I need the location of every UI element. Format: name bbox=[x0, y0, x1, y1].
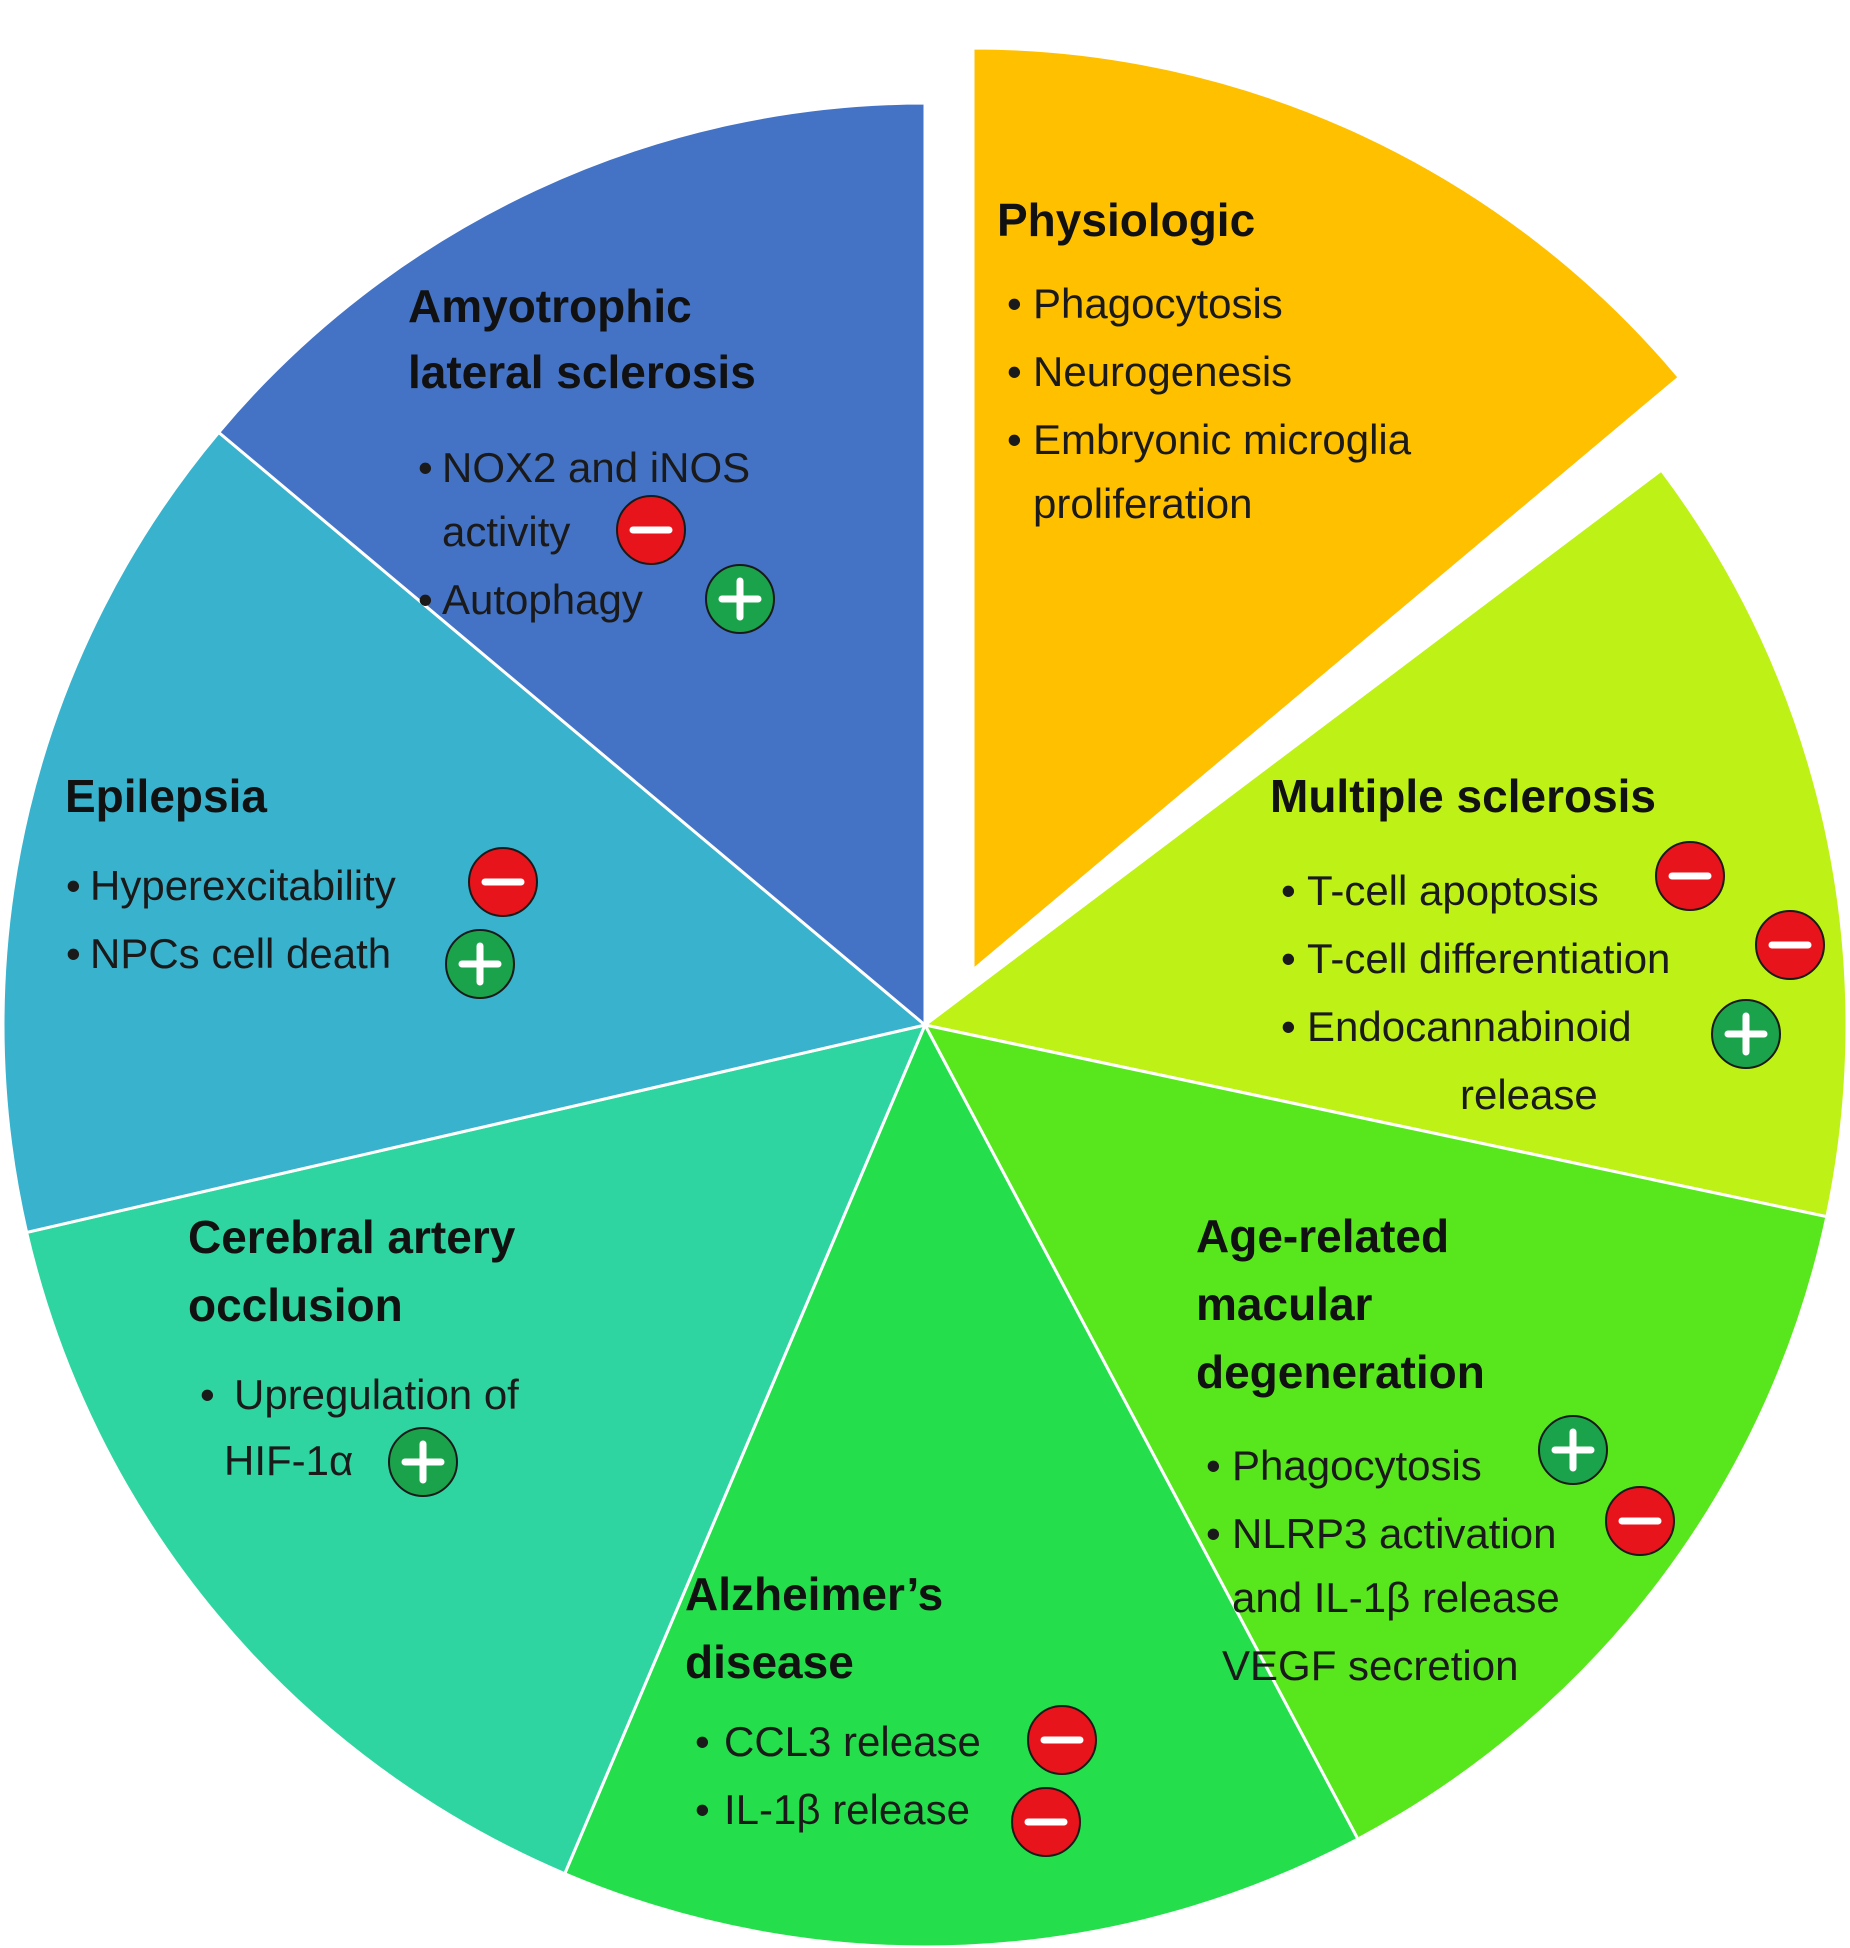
list-item-text: T-cell apoptosis bbox=[1307, 867, 1599, 914]
list-item-text: NLRP3 activation bbox=[1232, 1510, 1557, 1557]
segment-title: lateral sclerosis bbox=[408, 346, 756, 398]
list-item-text: Phagocytosis bbox=[1232, 1442, 1482, 1489]
list-item-text: Upregulation of bbox=[234, 1371, 519, 1418]
list-item-text: Hyperexcitability bbox=[90, 862, 396, 909]
bullet-icon: • bbox=[418, 576, 433, 623]
segment-title: Epilepsia bbox=[65, 770, 267, 822]
bullet-icon: • bbox=[66, 862, 81, 909]
list-item-text: IL-1β release bbox=[724, 1786, 970, 1833]
bullet-icon: • bbox=[695, 1718, 710, 1765]
segment-cerebral-artery-occlusion: Cerebral artery occlusion • Upregulation of… bbox=[188, 1211, 519, 1484]
list-item-text: Endocannabinoid bbox=[1307, 1003, 1632, 1050]
list-item-text: Phagocytosis bbox=[1033, 280, 1283, 327]
bullet-icon: • bbox=[1281, 867, 1296, 914]
minus-badge-icon bbox=[1605, 1486, 1675, 1556]
bullet-icon: • bbox=[66, 930, 81, 977]
minus-badge-icon bbox=[468, 847, 538, 917]
segment-title: Cerebral artery bbox=[188, 1211, 516, 1263]
segment-amd: Age-related macular degeneration •Phagocyto… bbox=[1196, 1210, 1560, 1689]
list-item-text: NOX2 and iNOS bbox=[442, 444, 750, 491]
list-item-text: proliferation bbox=[1033, 480, 1252, 527]
segment-title: Amyotrophic bbox=[408, 280, 692, 332]
segment-title: Alzheimer’s bbox=[685, 1568, 943, 1620]
list-item-text: HIF-1α bbox=[224, 1437, 353, 1484]
pie-wedge-amd bbox=[922, 1022, 1829, 1842]
bullet-icon: • bbox=[695, 1786, 710, 1833]
list-item-text: Embryonic microglia bbox=[1033, 416, 1412, 463]
bullet-icon: • bbox=[1007, 416, 1022, 463]
list-item-text: and IL-1β release bbox=[1232, 1574, 1560, 1621]
minus-badge-icon bbox=[616, 495, 686, 565]
list-item-text: VEGF secretion bbox=[1222, 1642, 1518, 1689]
segment-title: macular bbox=[1196, 1278, 1373, 1330]
bullet-icon: • bbox=[1007, 280, 1022, 327]
list-item-text: Neurogenesis bbox=[1033, 348, 1292, 395]
segment-title: Age-related bbox=[1196, 1210, 1449, 1262]
bullet-icon: • bbox=[1281, 935, 1296, 982]
minus-badge-icon bbox=[1027, 1705, 1097, 1775]
list-item-text: activity bbox=[442, 508, 570, 555]
segment-title: occlusion bbox=[188, 1279, 403, 1331]
bullet-icon: • bbox=[1206, 1442, 1221, 1489]
bullet-icon: • bbox=[418, 444, 433, 491]
bullet-icon: • bbox=[1206, 1510, 1221, 1557]
segment-title: disease bbox=[685, 1636, 854, 1688]
segment-multiple-sclerosis: Multiple sclerosis•T-cell apoptosis•T-ce… bbox=[1270, 770, 1670, 1118]
minus-badge-icon bbox=[1011, 1787, 1081, 1857]
pie-wedge-alzheimers bbox=[562, 1021, 1360, 1948]
segment-epilepsia: Epilepsia •Hyperexcitability•NPCs cell de… bbox=[65, 770, 396, 977]
list-item-text: T-cell differentiation bbox=[1307, 935, 1670, 982]
segment-title: degeneration bbox=[1196, 1346, 1485, 1398]
segment-title: Physiologic bbox=[997, 194, 1255, 246]
minus-badge-icon bbox=[1655, 841, 1725, 911]
pie-wedge-physiologic bbox=[971, 46, 1682, 974]
list-item-text: NPCs cell death bbox=[90, 930, 391, 977]
bullet-icon: • bbox=[1281, 1003, 1296, 1050]
pie-wedge-epilepsia bbox=[1, 430, 929, 1235]
pie-wedge-cerebral-artery-occlusion bbox=[24, 1022, 928, 1876]
pie-wedge-als bbox=[216, 101, 927, 1029]
plus-badge-icon bbox=[1538, 1415, 1608, 1485]
plus-badge-icon bbox=[388, 1427, 458, 1497]
segment-title: Multiple sclerosis bbox=[1270, 770, 1656, 822]
plus-badge-icon bbox=[445, 929, 515, 999]
list-item-text: Autophagy bbox=[442, 576, 643, 623]
bullet-icon: • bbox=[1007, 348, 1022, 395]
plus-badge-icon bbox=[705, 564, 775, 634]
list-item-text: release bbox=[1460, 1071, 1598, 1118]
plus-badge-icon bbox=[1711, 999, 1781, 1069]
list-item-text: CCL3 release bbox=[724, 1718, 981, 1765]
segment-physiologic: Physiologic•Phagocytosis•Neurogenesis•Em… bbox=[997, 194, 1412, 527]
segment-alzheimers: Alzheimer’s disease • CCL3 release • IL-1β re… bbox=[685, 1568, 981, 1833]
minus-badge-icon bbox=[1755, 910, 1825, 980]
pie-wedge-multiple-sclerosis bbox=[921, 468, 1849, 1219]
bullet-icon: • bbox=[200, 1371, 215, 1418]
